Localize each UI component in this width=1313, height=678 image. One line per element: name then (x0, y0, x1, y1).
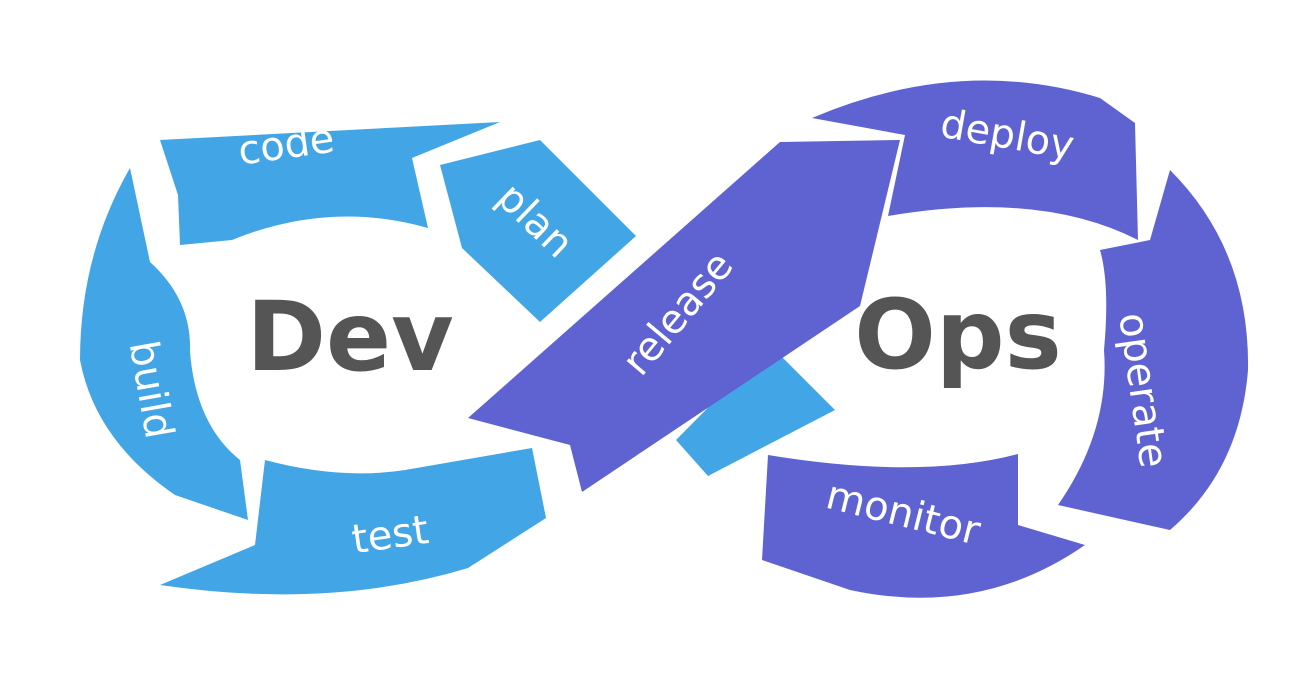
release-segment[interactable] (468, 140, 900, 492)
code-segment[interactable] (160, 122, 500, 245)
test-label: test (349, 507, 431, 563)
operate-segment[interactable] (1058, 170, 1249, 530)
deploy-segment[interactable] (812, 80, 1138, 240)
test-segment[interactable] (160, 448, 546, 595)
crossing-arrow-segment[interactable] (676, 345, 835, 476)
ops-loop (468, 80, 1249, 598)
plan-segment[interactable] (440, 140, 636, 322)
monitor-segment[interactable] (762, 454, 1085, 598)
dev-title: Dev (246, 281, 453, 393)
dev-loop (80, 122, 835, 595)
ops-title: Ops (854, 279, 1061, 391)
build-segment[interactable] (80, 168, 248, 520)
